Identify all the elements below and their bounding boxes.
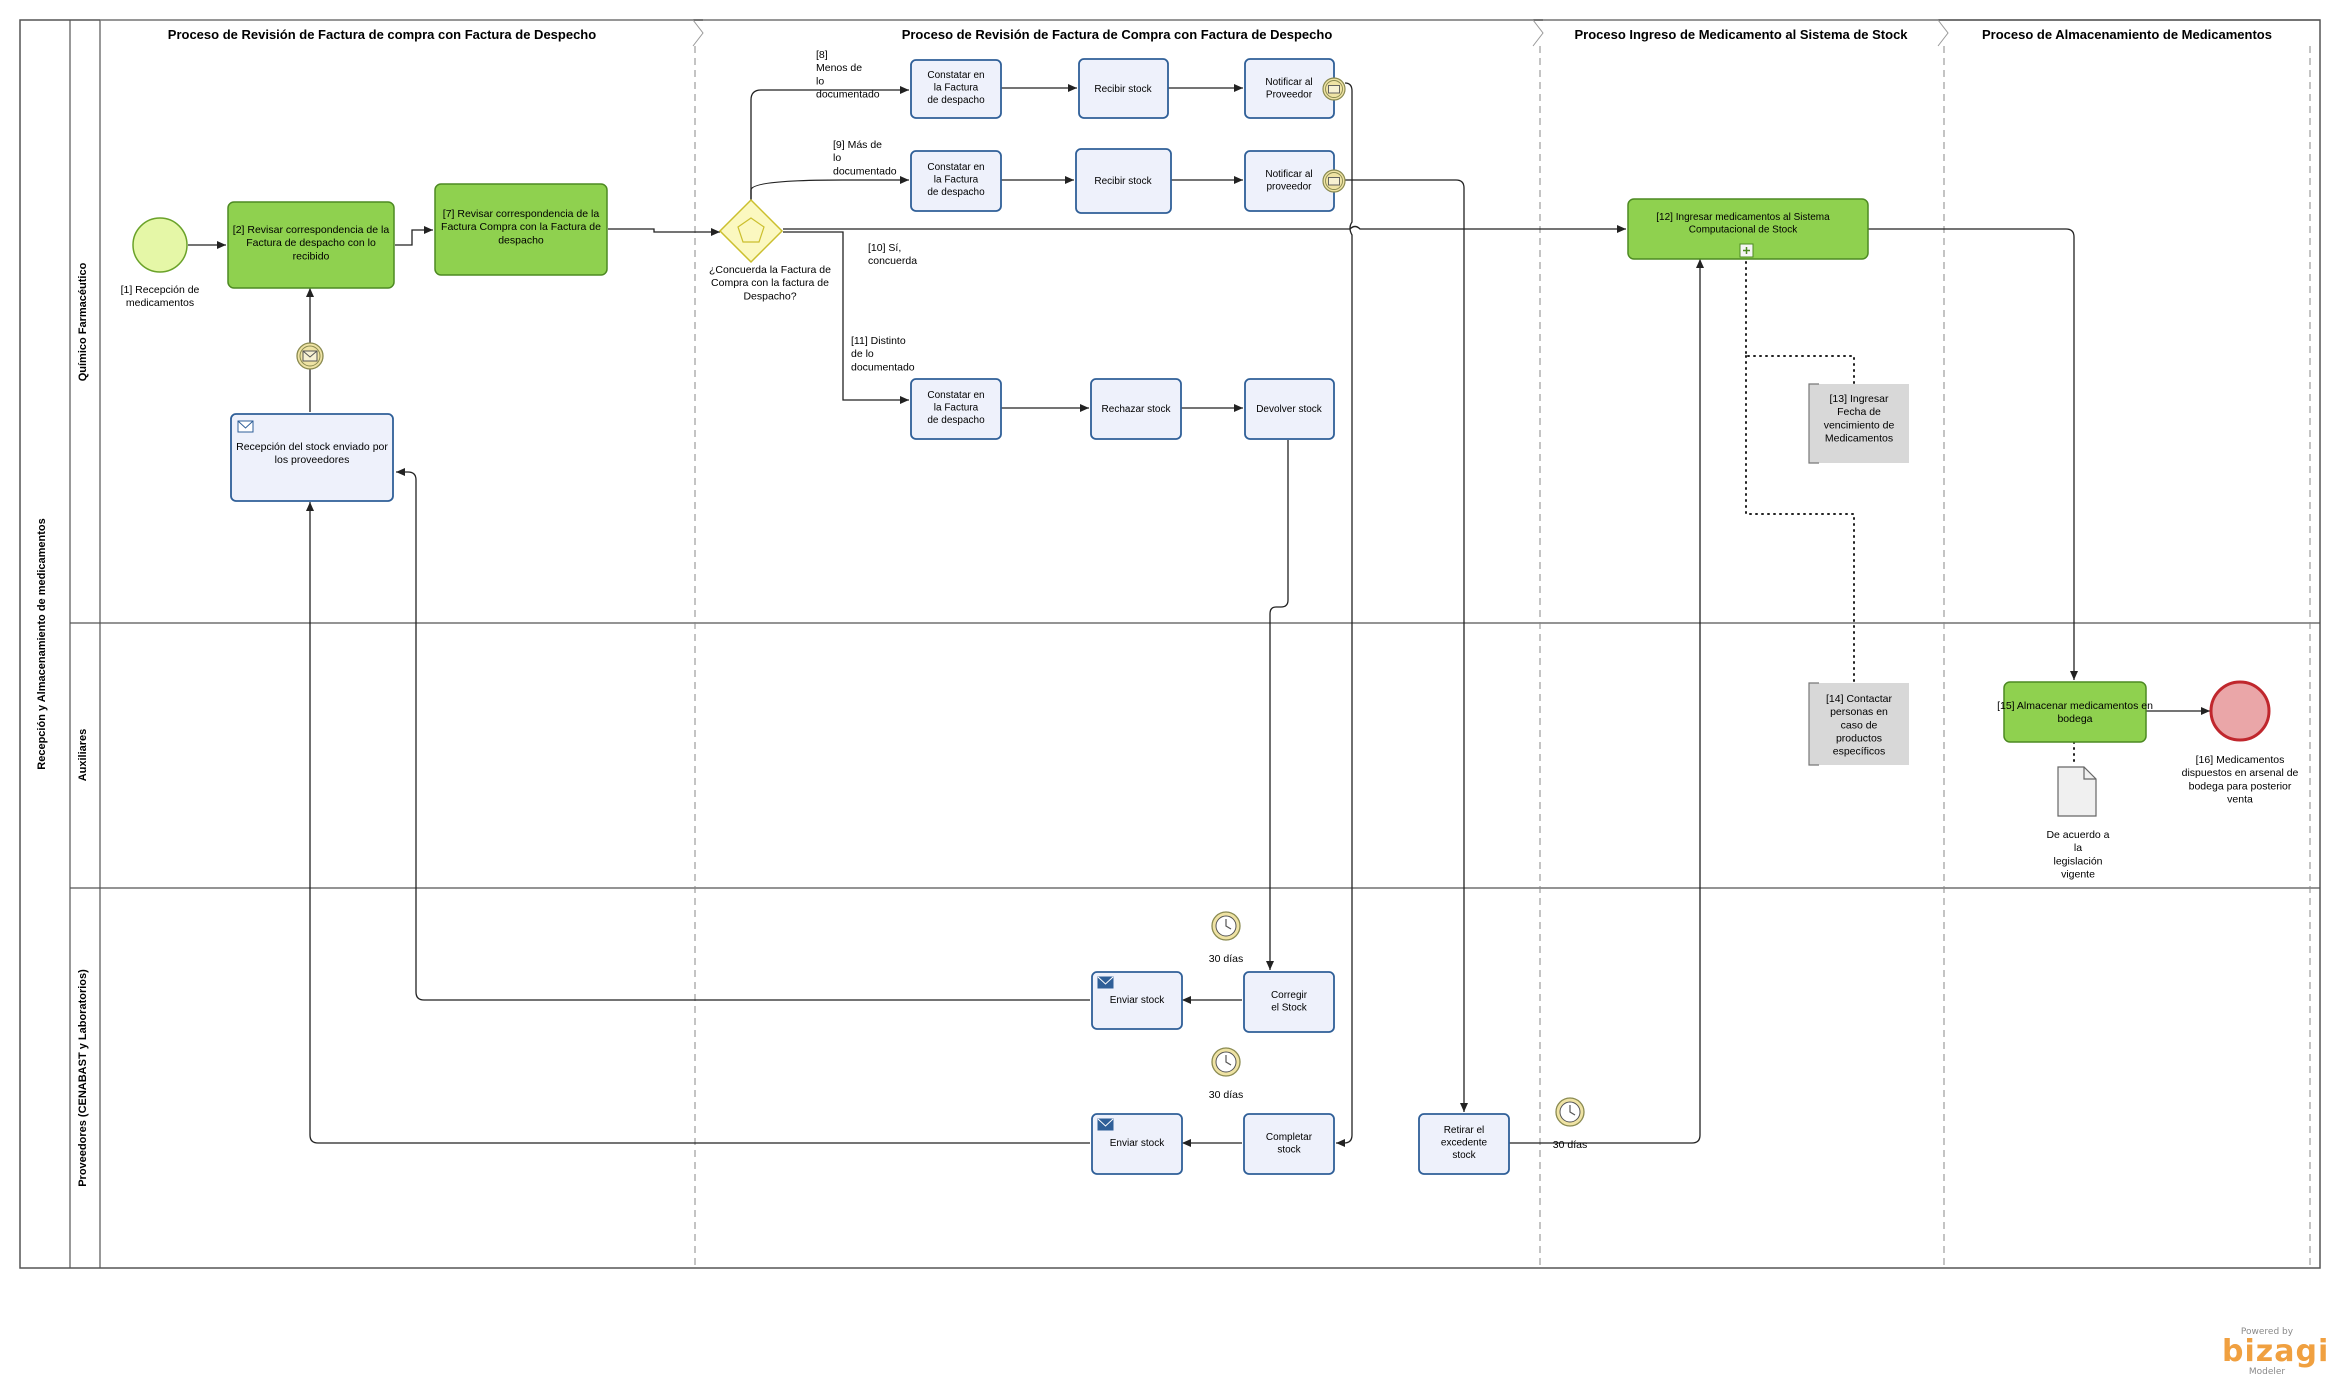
- task-rechazar[interactable]: [1090, 378, 1182, 440]
- lane-proveedores: Proveedores (CENABAST y Laboratorios): [77, 969, 89, 1187]
- task-devolver[interactable]: [1244, 378, 1335, 440]
- sequence-flows: [188, 82, 2210, 1147]
- message-throw-9-icon: [1322, 169, 1346, 193]
- task-revisar-compra[interactable]: [434, 183, 608, 276]
- document-icon: [2057, 766, 2097, 817]
- timer-2-icon: [1211, 1047, 1241, 1077]
- flow-ret-t12: [1508, 259, 1704, 1144]
- annotation-14: [1808, 682, 1909, 766]
- flow-gw-c11: [783, 231, 909, 404]
- annotation-13: [1808, 383, 1909, 464]
- task-almacenar[interactable]: [2003, 681, 2147, 743]
- task-enviar-2-label: Enviar stock: [1110, 1138, 1165, 1149]
- task-corregir[interactable]: [1243, 971, 1335, 1033]
- flow-n9-ret: [1345, 179, 1468, 1112]
- flow-env2-recv: [306, 502, 1090, 1144]
- timer-3-label: 30 días: [1553, 1139, 1587, 1151]
- associations: [1745, 261, 2075, 767]
- gateway[interactable]: [718, 198, 784, 264]
- phase-4: Proceso de Almacenamiento de Medicamento…: [1982, 27, 2272, 42]
- lane-auxiliares: Auxiliares: [77, 729, 89, 782]
- phases: Proceso de Revisión de Factura de compra…: [100, 19, 2320, 1268]
- task-constatar-8[interactable]: [910, 59, 1002, 119]
- flow-gw-c8: [750, 86, 909, 200]
- timer-1-icon: [1211, 911, 1241, 941]
- task-constatar-11[interactable]: [910, 378, 1002, 440]
- flow-t7-gateway: [608, 228, 720, 236]
- task-enviar-2[interactable]: [1091, 1113, 1183, 1175]
- brand-powered: Powered by: [2240, 1327, 2294, 1337]
- bizagi-logo: Powered by bizagi Modeler: [2222, 1327, 2330, 1377]
- task-completar[interactable]: [1243, 1113, 1335, 1175]
- task-enviar-1-label: Enviar stock: [1110, 995, 1165, 1006]
- flow-env1-recv: [396, 468, 1090, 1001]
- start-event: [132, 217, 188, 273]
- flow-gw-t12: [783, 225, 1626, 233]
- timer-2-label: 30 días: [1209, 1089, 1243, 1101]
- timer-1-label: 30 días: [1209, 953, 1243, 965]
- phase-2: Proceso de Revisión de Factura de Compra…: [902, 27, 1333, 42]
- phase-3: Proceso Ingreso de Medicamento al Sistem…: [1574, 27, 1908, 42]
- task-rechazar-label: Rechazar stock: [1102, 404, 1172, 415]
- flow-t2-t7: [395, 226, 433, 246]
- flow-gw-c9: [750, 176, 909, 200]
- task-notificar-8[interactable]: [1244, 58, 1335, 119]
- flow-n8-comp: [1336, 82, 1353, 1147]
- message-event-icon: [296, 342, 324, 370]
- task-ingresar-sistema[interactable]: [1627, 198, 1869, 260]
- task-revisar-despacho[interactable]: [227, 201, 395, 289]
- task-constatar-9[interactable]: [910, 150, 1002, 212]
- message-throw-8-icon: [1322, 77, 1346, 101]
- task-recibir-9[interactable]: [1075, 148, 1172, 214]
- brand-name: bizagi: [2222, 1334, 2330, 1369]
- flow-label-si: [10] Sí,concuerda: [868, 242, 917, 267]
- task-retirar[interactable]: [1418, 1113, 1510, 1175]
- phase-1: Proceso de Revisión de Factura de compra…: [168, 27, 596, 42]
- lane-quimico: Químico Farmacéutico: [77, 262, 89, 381]
- task-enviar-1[interactable]: [1091, 971, 1183, 1030]
- brand-product: Modeler: [2248, 1367, 2286, 1377]
- task-recepcion-stock[interactable]: [230, 413, 394, 502]
- task-devolver-label: Devolver stock: [1256, 404, 1323, 415]
- task-recibir-8[interactable]: [1078, 58, 1169, 119]
- task-recibir-9-label: Recibir stock: [1094, 176, 1152, 187]
- flow-t12-t15: [1868, 228, 2078, 680]
- timer-3-icon: [1555, 1097, 1585, 1127]
- task-recibir-8-label: Recibir stock: [1094, 84, 1152, 95]
- end-event: [2209, 680, 2271, 742]
- flow-dev-corr: [1266, 440, 1289, 970]
- pool-title: Recepción y Almacenamiento de medicament…: [36, 518, 48, 769]
